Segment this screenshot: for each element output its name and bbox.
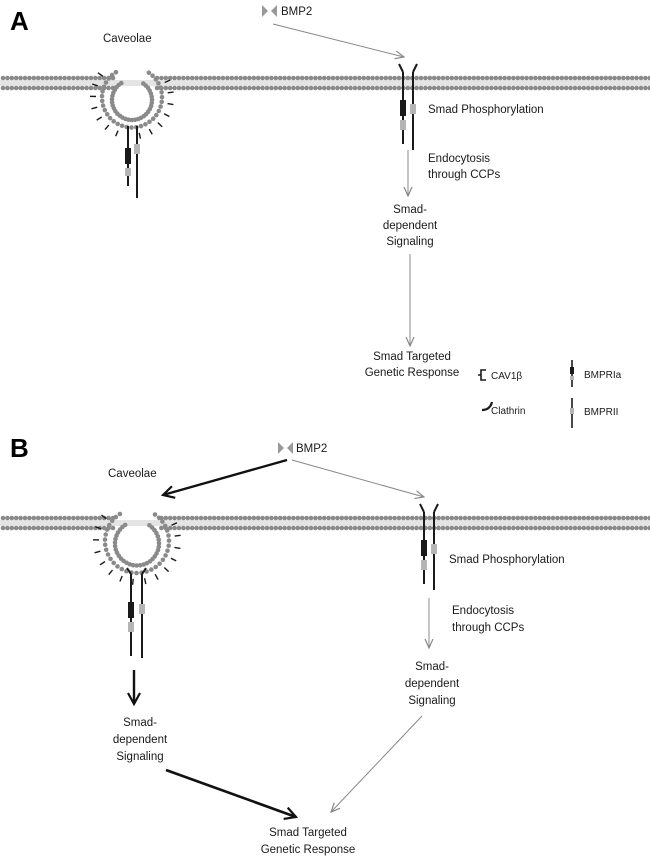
panel-b-ligand: BMP2 <box>278 442 327 455</box>
legend-bmprii: BMPRII <box>584 407 618 418</box>
panel-b-right-signaling-line2: dependent <box>405 678 460 690</box>
panel-a-caveola-pit <box>89 69 174 140</box>
panel-a-ligand: BMP2 <box>262 5 312 18</box>
panel-b-caveola-pit <box>92 511 181 585</box>
panel-b-membrane-receptors <box>419 503 439 590</box>
panel-b-caveolae-label: Caveolae <box>108 468 157 480</box>
panel-a-response-line2: Genetic Response <box>365 367 460 379</box>
legend-bmpr1a: BMPRIa <box>584 370 622 381</box>
panel-a-signaling-line1: Smad- <box>393 204 427 216</box>
panel-a-label: A <box>10 6 29 36</box>
panel-b-endocytosis-line2: through CCPs <box>452 622 524 634</box>
panel-b-left-signaling-line2: dependent <box>113 734 168 746</box>
panel-b-response-line1: Smad Targeted <box>269 827 347 839</box>
panel-a-signaling-line2: dependent <box>383 220 438 232</box>
legend: CAV1β Clathrin BMPRIa BMPRII <box>478 360 622 428</box>
clathrin-icon <box>481 401 494 412</box>
panel-b-bmp2-caveolae-arrow <box>163 458 288 495</box>
panel-b-left-signaling-line3: Signaling <box>116 751 163 763</box>
panel-b-smad-phosphorylation: Smad Phosphorylation <box>449 554 565 566</box>
panel-b-caveolae-response-arrow <box>165 768 296 817</box>
panel-b-endocytosis-line1: Endocytosis <box>452 605 514 617</box>
bmprii-icon <box>570 398 574 428</box>
panel-b-caveola-receptors <box>126 567 147 658</box>
legend-clathrin: Clathrin <box>491 406 525 417</box>
panel-a-bmp2-arrow <box>272 23 404 57</box>
panel-a-caveolae-label: Caveolae <box>103 33 152 45</box>
panel-b-bmp2-ccp-arrow <box>291 459 424 497</box>
panel-b-bmp2-label: BMP2 <box>296 443 327 455</box>
panel-a-endocytosis-line1: Endocytosis <box>428 153 490 165</box>
legend-cav1: CAV1β <box>491 371 522 382</box>
panel-a-smad-phosphorylation: Smad Phosphorylation <box>428 104 544 116</box>
panel-a-bmp2-label: BMP2 <box>281 6 312 18</box>
panel-b-ccp-response-arrow <box>331 715 423 812</box>
bmp2-ligand-icon-b <box>278 442 284 454</box>
panel-a-membrane <box>0 75 650 91</box>
panel-a-caveola-receptors <box>125 126 140 198</box>
panel-b-right-signaling-line1: Smad- <box>415 661 449 673</box>
panel-b-membrane <box>0 515 650 531</box>
panel-a-response-line1: Smad Targeted <box>373 351 451 363</box>
panel-a-endocytosis-line2: through CCPs <box>428 169 500 181</box>
panel-a-signaling-line3: Signaling <box>386 236 433 248</box>
panel-b-label: B <box>10 433 29 463</box>
bmpr1a-icon <box>570 360 574 387</box>
panel-a-membrane-receptors <box>398 63 418 150</box>
panel-b-right-signaling-line3: Signaling <box>408 695 455 707</box>
bmp2-ligand-icon <box>262 5 268 17</box>
cav1-icon <box>478 369 486 381</box>
panel-b-left-signaling-line1: Smad- <box>123 717 157 729</box>
panel-b-response-line2: Genetic Response <box>261 844 356 856</box>
